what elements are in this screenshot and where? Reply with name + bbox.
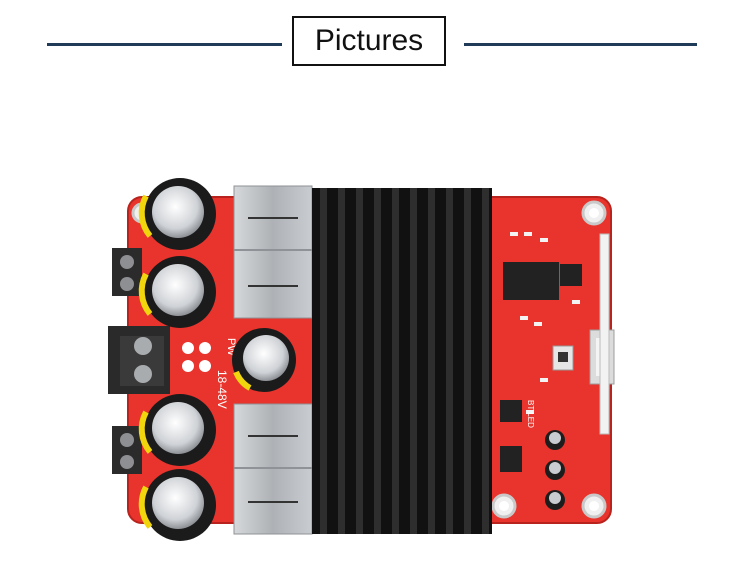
control-circuitry: BT LED xyxy=(500,232,615,510)
voltage-label: 18-48V xyxy=(215,370,229,409)
capacitor-3 xyxy=(138,394,216,466)
inductor-top xyxy=(233,185,313,319)
heatsink xyxy=(312,188,492,534)
bt-led-label: BT LED xyxy=(526,400,535,428)
capacitor-4 xyxy=(138,469,216,541)
section-title: Pictures xyxy=(292,16,446,66)
speaker-terminal-bottom xyxy=(112,426,142,474)
power-terminal xyxy=(108,326,170,394)
speaker-terminal-top xyxy=(112,248,142,296)
power-polarity-markings xyxy=(182,342,211,372)
mounting-holes xyxy=(131,200,607,519)
header-rule-left xyxy=(47,43,282,46)
header-rule-right xyxy=(464,43,697,46)
capacitor-2 xyxy=(138,256,216,328)
capacitor-1 xyxy=(138,178,216,250)
inductor-bottom xyxy=(233,403,313,535)
capacitor-center xyxy=(232,328,296,392)
